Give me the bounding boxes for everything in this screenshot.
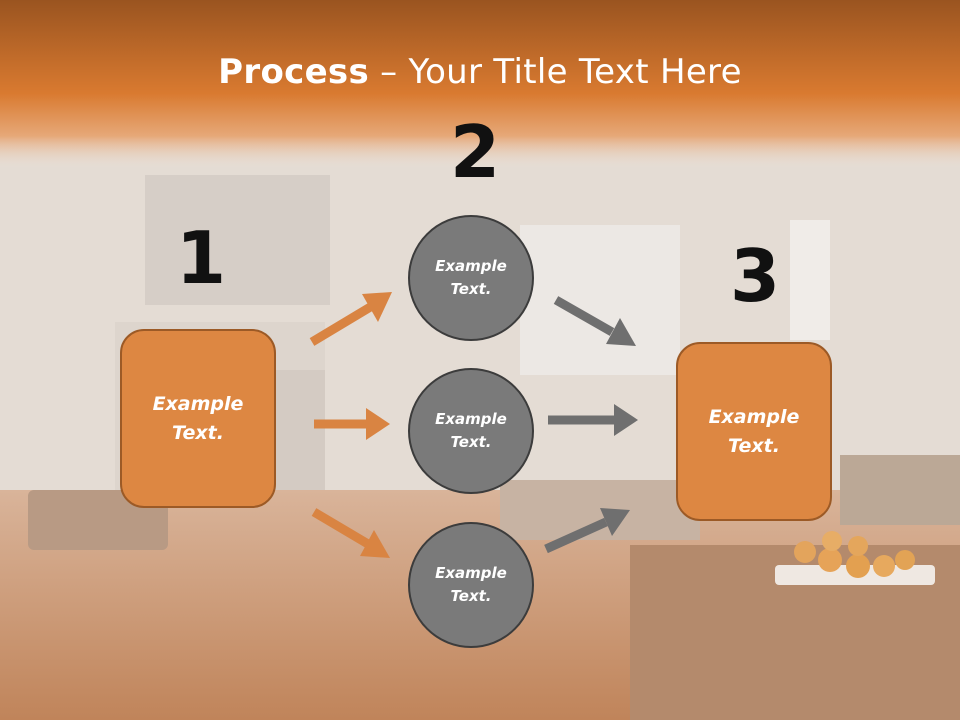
step-3-box-text: Example Text. [708, 405, 800, 457]
circle-middle-text: Example Text. [435, 410, 507, 451]
step-number-2: 2 [450, 110, 501, 194]
step-3-box: Example Text. [676, 342, 832, 521]
arrow-gray-right [548, 404, 638, 436]
step-number-1: 1 [176, 216, 227, 300]
arrow-gray-down [553, 296, 636, 346]
step-1-box-text: Example Text. [152, 392, 244, 444]
slide-title: Process – Your Title Text Here [0, 52, 960, 92]
step-1-box: Example Text. [120, 329, 276, 508]
title-rest: – Your Title Text Here [369, 52, 742, 92]
circle-top-text: Example Text. [435, 257, 507, 298]
step-2-circle-bottom: Example Text. [408, 522, 534, 648]
arrow-gray-up [544, 508, 630, 554]
step-2-circle-middle: Example Text. [408, 368, 534, 494]
arrow-orange-up [309, 292, 392, 346]
title-bold: Process [218, 52, 370, 92]
circle-bottom-text: Example Text. [435, 564, 507, 605]
step-2-circle-top: Example Text. [408, 215, 534, 341]
step-number-3: 3 [730, 234, 781, 318]
arrow-orange-right [314, 408, 390, 440]
arrow-orange-down [311, 508, 390, 558]
